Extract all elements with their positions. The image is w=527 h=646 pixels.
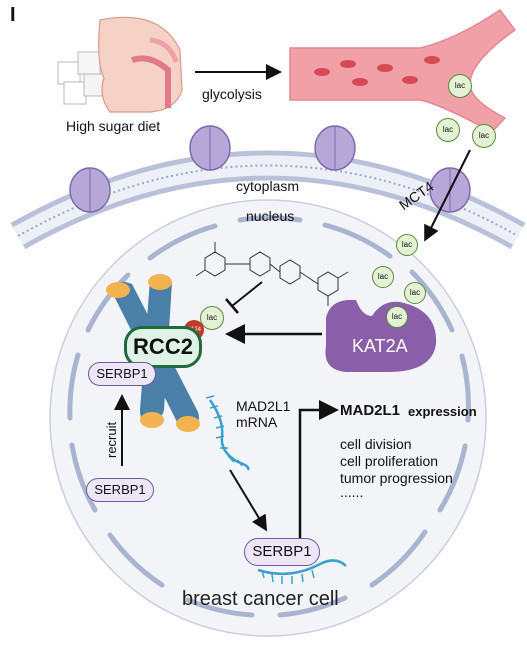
- mad2l1-mrna-label-line2: mRNA: [236, 414, 278, 430]
- lac-molecule-icon: lac: [386, 306, 408, 328]
- cytoplasm-label: cytoplasm: [236, 178, 300, 194]
- expression-arrow: [298, 400, 339, 540]
- sugar-cube-icon: [57, 51, 107, 105]
- outcome-ellipsis: ......: [340, 484, 364, 500]
- mct4-transport-arrow: [424, 149, 471, 242]
- blood-vessel-icon: [289, 8, 517, 133]
- bound-mrna-strand: [257, 559, 347, 576]
- membrane-channel: [69, 167, 111, 213]
- lac-molecule-icon: lac: [436, 118, 460, 142]
- rcc2-protein: RCC2: [124, 326, 202, 368]
- mad2l1-mrna-strand: [208, 399, 250, 471]
- lac-molecule-icon: lac: [396, 234, 418, 256]
- outcome-cell-proliferation: cell proliferation: [340, 453, 439, 469]
- mad2l1-mrna-label-line1: MAD2L1: [236, 398, 291, 414]
- lac-molecule-icon: lac: [200, 306, 224, 330]
- outcome-tumor-progression: tumor progression: [340, 470, 453, 486]
- serbp1-mrna-bound-protein: SERBP1: [244, 538, 320, 566]
- mad2l1-expression-word: expression: [408, 404, 477, 419]
- membrane-channel: [314, 125, 356, 171]
- kat2a-label: KAT2A: [352, 336, 408, 356]
- chemical-inhibitor-icon: [195, 242, 349, 306]
- recruit-label: recruit: [104, 421, 119, 458]
- panel-label: I: [10, 4, 16, 26]
- nucleus-label: nucleus: [246, 208, 295, 224]
- membrane-channel: [189, 125, 231, 171]
- head-profile-icon: [98, 16, 183, 113]
- lac-molecule-icon: lac: [472, 124, 496, 148]
- inhibition-line: [231, 281, 263, 307]
- kat2a-enzyme: [325, 299, 437, 372]
- serbp1-bound-protein: SERBP1: [88, 362, 156, 386]
- outcome-cell-division: cell division: [340, 436, 412, 452]
- serbp1-free-protein: SERBP1: [86, 478, 154, 502]
- translation-arrow: [229, 469, 268, 532]
- lac-molecule-icon: lac: [448, 74, 472, 98]
- high-sugar-diet-label: High sugar diet: [66, 118, 161, 134]
- lac-molecule-icon: lac: [372, 266, 394, 288]
- lac-molecule-icon: lac: [404, 282, 426, 304]
- cell-type-label: breast cancer cell: [182, 588, 339, 610]
- inhibition-bar: [225, 298, 239, 314]
- glycolysis-label: glycolysis: [202, 86, 262, 102]
- mad2l1-expression-gene: MAD2L1: [340, 402, 401, 419]
- nuclear-envelope: [67, 215, 471, 618]
